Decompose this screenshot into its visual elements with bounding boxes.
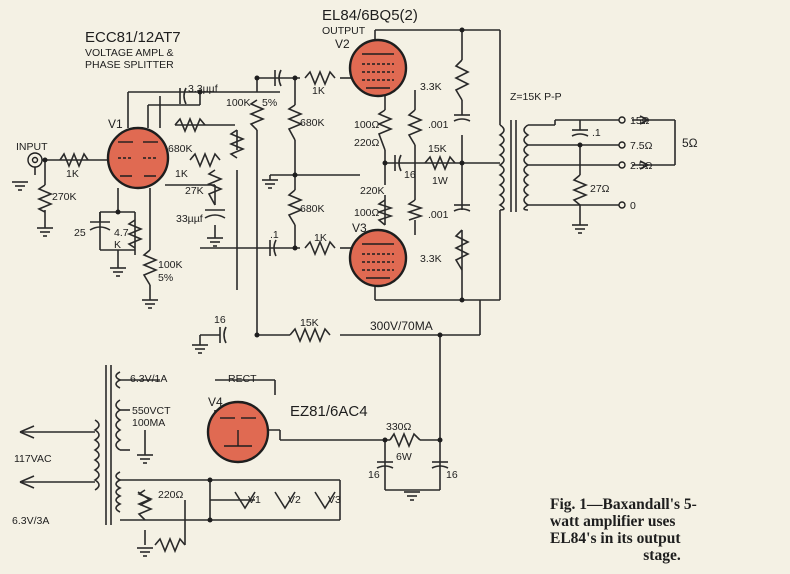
junction-dots xyxy=(42,27,583,523)
heater-symbols xyxy=(137,491,336,510)
v4-type-label: EZ81/6AC4 xyxy=(290,403,368,420)
v1-type-label: ECC81/12AT7 xyxy=(85,29,181,46)
heater-v2-label: V2 xyxy=(288,494,301,506)
v2-label: V2 xyxy=(335,37,350,51)
r-100-top-label: 100Ω xyxy=(354,119,380,131)
r-100k-bottom-label: 100K xyxy=(158,259,183,271)
c-16-left-label: 16 xyxy=(214,314,226,326)
capacitors xyxy=(89,69,589,469)
ht-6-3-3-label: 6.3V/3A xyxy=(12,515,49,527)
caption-line-4: stage. xyxy=(643,547,681,564)
r-15k-supply-label: 15K xyxy=(300,317,319,329)
r-1k-a-label: 1K xyxy=(175,168,188,180)
c-cathode-label: 25 xyxy=(74,227,86,239)
tap-15-label: 15Ω xyxy=(630,115,650,127)
rect-label: RECT xyxy=(228,373,257,385)
power-transformer xyxy=(93,365,122,525)
r-100-bottom-label: 100Ω xyxy=(354,207,380,219)
r-100k-top-label: 100K xyxy=(226,97,251,109)
r-27k-label: 27K xyxy=(185,185,204,197)
ht-100ma-label: 100MA xyxy=(132,417,165,429)
output-terminals xyxy=(19,115,676,489)
caption-line-2: watt amplifier uses xyxy=(550,513,676,530)
r-cathode-label: 4.7 xyxy=(114,227,129,239)
r-grid-label: 270K xyxy=(52,191,77,203)
r-220-top-label: 220Ω xyxy=(354,137,380,149)
v1-label: V1 xyxy=(108,117,123,131)
c-33-label: 33µµf xyxy=(176,213,203,225)
ht-6-3-1-label: 6.3V/1A xyxy=(130,373,167,385)
r-680k-a-label: 680K xyxy=(300,117,325,129)
c-16-mid-label: 16 xyxy=(404,169,416,181)
heater-v3-label: V3 xyxy=(328,494,341,506)
v4-label: V4 xyxy=(208,395,223,409)
pct-5-top-label: 5% xyxy=(262,97,277,109)
c-16-b-label: 16 xyxy=(446,469,458,481)
r-input-label: 1K xyxy=(66,168,79,180)
resistors xyxy=(36,59,589,554)
tap-7-5-label: 7.5Ω xyxy=(630,140,653,152)
c-01-mid-label: .1 xyxy=(270,229,279,241)
tube-v4 xyxy=(206,400,270,464)
mains-label: 117VAC xyxy=(14,453,52,465)
ht-550-label: 550VCT xyxy=(132,405,171,417)
r-3k3-top-label: 3.3K xyxy=(420,81,442,93)
wiring xyxy=(20,29,620,545)
r-680k-b-label: 680K xyxy=(168,143,193,155)
r-220k-label: 220K xyxy=(360,185,385,197)
figure-caption: Fig. 1—Baxandall's 5- watt amplifier use… xyxy=(550,496,774,564)
c-001-bottom-label: .001 xyxy=(428,209,449,221)
watt-1-label: 1W xyxy=(432,175,448,187)
c-feedback-label: 3.3µµf xyxy=(188,83,218,95)
v1-function-line1: VOLTAGE AMPL & xyxy=(85,47,174,59)
heater-v1-label: V1 xyxy=(248,494,261,506)
b-plus-label: 300V/70MA xyxy=(370,319,433,333)
r-330-label: 330Ω xyxy=(386,421,412,433)
labels: ECC81/12AT7 VOLTAGE AMPL & PHASE SPLITTE… xyxy=(12,7,698,527)
r-27-out-label: 27Ω xyxy=(590,183,610,195)
tube-v1 xyxy=(106,126,170,190)
r-680k-c-label: 680K xyxy=(300,203,325,215)
r-1k-bottom-label: 1K xyxy=(314,232,327,244)
v1-function-line2: PHASE SPLITTER xyxy=(85,59,174,71)
tap-0-label: 0 xyxy=(630,200,636,212)
output-tube-type-label: EL84/6BQ5(2) xyxy=(322,7,418,24)
speaker-label: 5Ω xyxy=(682,136,698,150)
output-function-label: OUTPUT xyxy=(322,25,366,37)
r-cathode-unit-label: K xyxy=(114,239,121,251)
c-16-a-label: 16 xyxy=(368,469,380,481)
grounds xyxy=(12,179,588,557)
r-1k-top-label: 1K xyxy=(312,85,325,97)
r-hum-label: 220Ω xyxy=(158,489,184,501)
tube-v3 xyxy=(348,228,408,288)
c-001-top-label: .001 xyxy=(428,119,449,131)
v3-label: V3 xyxy=(352,221,367,235)
xfmr-label: Z=15K P-P xyxy=(510,91,562,103)
input-label: INPUT xyxy=(16,141,48,153)
r-3k3-bottom-label: 3.3K xyxy=(420,253,442,265)
tube-v2 xyxy=(348,38,408,98)
caption-line-3: EL84's in its output xyxy=(550,530,681,547)
pct-5-bottom-label: 5% xyxy=(158,272,173,284)
tap-2-5-label: 2.5Ω xyxy=(630,160,653,172)
c-01-out-label: .1 xyxy=(592,127,601,139)
output-transformer xyxy=(498,120,530,212)
caption-line-1: Fig. 1—Baxandall's 5- xyxy=(550,496,697,513)
watt-6-label: 6W xyxy=(396,451,412,463)
r-15k-1w-label: 15K xyxy=(428,143,447,155)
